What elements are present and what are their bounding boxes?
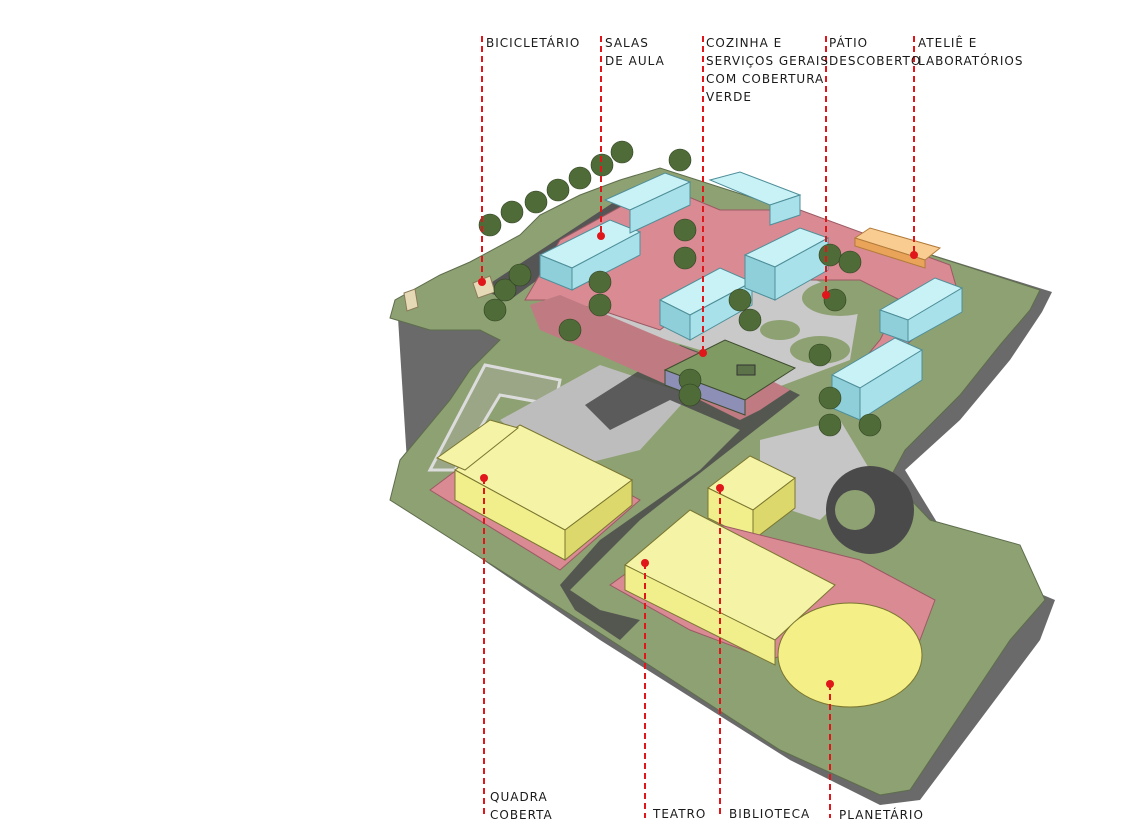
leader-dot — [716, 484, 724, 492]
leader-lines — [478, 36, 918, 818]
label-line: TEATRO — [653, 807, 707, 821]
tree — [568, 166, 592, 190]
trees — [478, 140, 882, 437]
label-line: SALAS — [605, 36, 649, 50]
label-planetario: PLANETÁRIO — [839, 806, 924, 824]
tree — [808, 343, 832, 367]
tree — [478, 213, 502, 237]
roof-hatch — [736, 364, 756, 376]
label-line: COZINHA E — [706, 36, 783, 50]
label-line: LABORATÓRIOS — [918, 54, 1024, 68]
classroom-block-a-front — [571, 231, 641, 291]
label-line: DESCOBERTO — [829, 54, 922, 68]
tree — [838, 250, 862, 274]
label-line: BIBLIOTECA — [729, 807, 811, 821]
tree — [818, 386, 842, 410]
classroom-block-b-front — [629, 181, 691, 234]
court-side — [564, 479, 633, 562]
tree — [588, 270, 612, 294]
tree — [524, 190, 548, 214]
label-line: PLANETÁRIO — [839, 808, 924, 822]
tree — [546, 178, 570, 202]
label-line: DE AULA — [605, 54, 665, 68]
tree — [558, 318, 582, 342]
label-line: QUADRA — [490, 790, 548, 804]
theatre-front — [624, 564, 776, 666]
court-annex — [435, 419, 520, 471]
leader-dot — [910, 251, 918, 259]
tree — [508, 263, 532, 287]
label-line: PÁTIO — [829, 36, 869, 50]
leader-dot — [822, 291, 830, 299]
classroom-block-e-side — [744, 254, 776, 301]
classroom-block-d-side — [659, 299, 691, 341]
tree — [483, 298, 507, 322]
leader-dot — [480, 474, 488, 482]
label-salas-de-aula: SALAS DE AULA — [605, 34, 665, 70]
leader-dot — [641, 559, 649, 567]
label-line: SERVIÇOS GERAIS — [706, 54, 829, 68]
turnaround-island — [835, 490, 875, 530]
planetarium-dome — [777, 602, 923, 708]
label-cozinha: COZINHA E SERVIÇOS GERAIS COM COBERTURA … — [706, 34, 829, 106]
tree — [818, 243, 842, 267]
lawn-circle-4 — [760, 320, 800, 340]
tree — [818, 413, 842, 437]
tree — [678, 383, 702, 407]
tree — [610, 140, 634, 164]
tree — [500, 200, 524, 224]
label-line: ATELIÊ E — [918, 36, 978, 50]
atelier-block-front — [854, 237, 926, 269]
tree — [493, 278, 517, 302]
tree — [668, 148, 692, 172]
leader-dot — [699, 349, 707, 357]
tree — [728, 288, 752, 312]
lab-block-a-side — [879, 309, 909, 343]
leader-dot — [826, 680, 834, 688]
tree — [673, 218, 697, 242]
leader-dot — [478, 278, 486, 286]
label-teatro: TEATRO — [653, 805, 706, 823]
label-line: VERDE — [706, 90, 752, 104]
tree — [673, 246, 697, 270]
label-atelie: ATELIÊ E LABORATÓRIOS — [918, 34, 1023, 70]
label-biblioteca: BIBLIOTECA — [729, 805, 810, 823]
label-line: BICICLETÁRIO — [486, 36, 581, 50]
label-quadra-coberta: QUADRA COBERTA — [490, 788, 553, 824]
tree — [588, 293, 612, 317]
library-side — [752, 476, 796, 542]
label-patio: PÁTIO DESCOBERTO — [829, 34, 921, 70]
label-line: COM COBERTURA — [706, 72, 825, 86]
tree — [858, 413, 882, 437]
tree — [738, 308, 762, 332]
label-bicicletario: BICICLETÁRIO — [486, 34, 580, 52]
small-booth — [403, 288, 419, 312]
leader-dot — [597, 232, 605, 240]
classroom-block-c-front — [769, 194, 801, 226]
label-line: COBERTA — [490, 808, 553, 822]
